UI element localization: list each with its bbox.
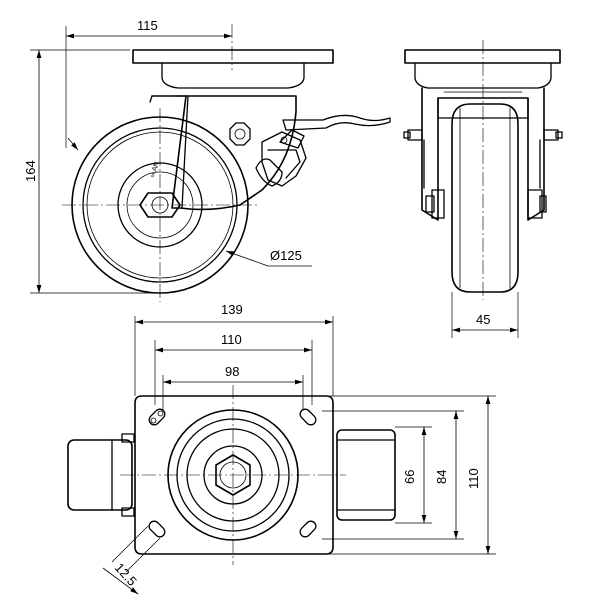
- dim-66-label: 66: [402, 470, 417, 484]
- side-fork-hex-bolt: [229, 122, 251, 146]
- front-view: 45: [403, 40, 563, 338]
- plan-bolt-slots: [148, 408, 317, 538]
- dim-84-label: 84: [434, 470, 449, 484]
- side-swivel-bearing: [161, 62, 305, 89]
- side-brake-lever: [282, 114, 391, 131]
- brake-marking-text: ∞ AN: [149, 161, 161, 179]
- side-top-plate: [132, 49, 334, 64]
- dim-110-top-label: 110: [221, 332, 242, 347]
- front-axle-nut-left: [431, 189, 445, 219]
- front-wheel: [451, 103, 519, 293]
- front-axle-nut-right: [527, 189, 543, 219]
- side-wheel-tread: [82, 127, 238, 283]
- front-brake-bolt-right: [543, 129, 559, 141]
- side-view: ∞ AN 115 164 Ø125: [23, 18, 391, 302]
- dim-45-label: 45: [476, 312, 490, 327]
- side-fork-inner: [175, 95, 189, 209]
- dim-139-label: 139: [221, 302, 243, 317]
- dim-115-label: 115: [137, 18, 158, 33]
- dim-98-label: 98: [225, 364, 239, 379]
- dim-110-right-label: 110: [466, 468, 481, 489]
- front-top-plate: [404, 49, 561, 64]
- side-fork: [151, 95, 297, 211]
- plan-view: 139 110 98 66 84 110 12.5: [67, 302, 496, 595]
- front-brake-bolt-left: [407, 129, 423, 141]
- dim-diameter-label: Ø125: [270, 248, 302, 263]
- dim-12-5-label: 12.5: [112, 560, 140, 589]
- dim-164-label: 164: [23, 160, 38, 182]
